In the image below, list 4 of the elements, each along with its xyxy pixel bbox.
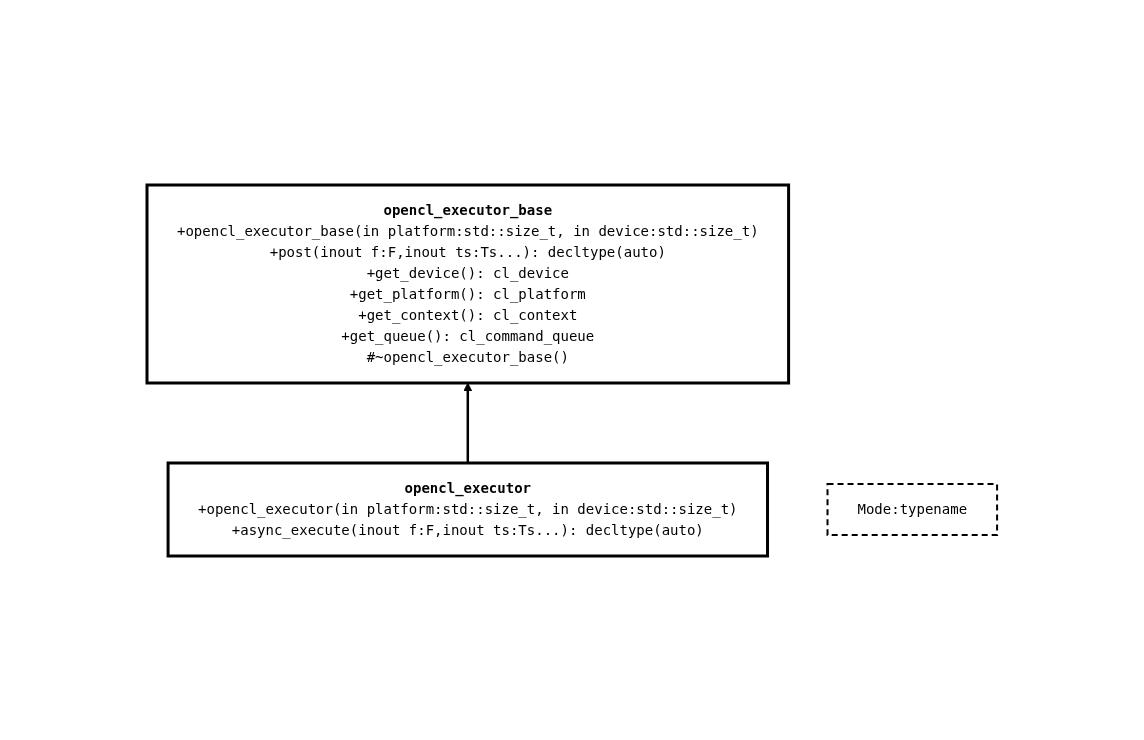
node-box: opencl_executor_base +opencl_executor_base(in platform:std::size_t, in device:std::size_t) +post(inout f:F,inout ts:Ts...): decltype(auto) +get_device(): cl_device +get_platform(): cl_platform +get_context(): cl_context +get_queue(): cl_command_queue #~opencl_executor_base() <box>145 183 791 384</box>
node-box: opencl_executor +opencl_executor(in platform:std::size_t, in device:std::size_t) +async_execute(inout f:F,inout ts:Ts...): decltype(auto) <box>166 461 769 557</box>
node-box: Mode:typename <box>826 482 999 536</box>
arrow <box>463 382 473 463</box>
